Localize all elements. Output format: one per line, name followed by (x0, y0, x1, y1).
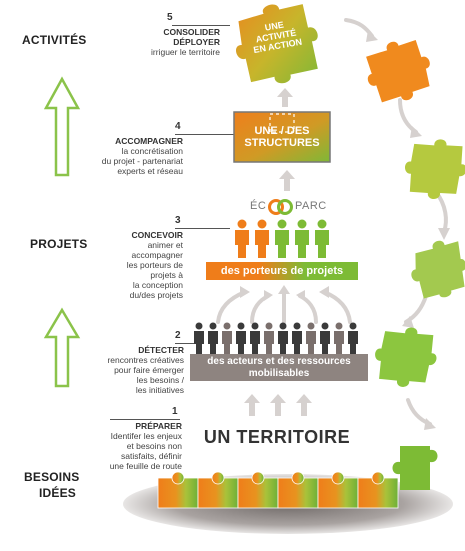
up-arrow-outline-icon (43, 307, 81, 388)
step-4-title-1: ACCOMPAGNER (115, 136, 183, 146)
step-3-desc-2: accompagner (131, 250, 183, 260)
puzzle-piece-icon (375, 327, 437, 387)
structures-line-2: STRUCTURES (244, 137, 320, 149)
step-3-desc-1: animer et (147, 240, 183, 250)
step-3-desc-4: projets à (150, 270, 183, 280)
step-2-desc-2: pour faire émerger (114, 365, 184, 375)
step-number-3: 3 (175, 215, 181, 226)
step-4-desc-1: la concrétisation (121, 146, 183, 156)
porteurs-banner: des porteurs de projets (206, 262, 358, 280)
step-connector-4 (175, 134, 235, 135)
puzzle-path (344, 18, 465, 430)
up-arrows-group (244, 394, 312, 416)
step-1-desc-2: et besoins non (126, 441, 182, 451)
structures-box (233, 111, 331, 163)
step-number-5: 5 (167, 12, 173, 23)
side-label-idees: IDÉES (39, 486, 77, 500)
acteurs-banner-line-1: des acteurs et des ressources (207, 356, 351, 367)
puzzle-piece-icon (392, 446, 438, 490)
step-3-title-1: CONCEVOIR (131, 230, 183, 240)
step-1-desc-1: Identifer les enjeux (110, 431, 182, 441)
step-5-title-1: CONSOLIDER (163, 27, 220, 37)
step-5-title-2: DÉPLOYER (173, 37, 220, 47)
step-1-title-1: PRÉPARER (135, 421, 182, 431)
step-3-desc-6: du/des projets (129, 290, 183, 300)
step-2-desc-4: les initiatives (135, 385, 184, 395)
acteurs-people-group (194, 322, 358, 355)
step-5-desc-1: irriguer le territoire (151, 47, 220, 57)
step-1-desc-4: une feuille de route (109, 461, 182, 471)
territoire-title: UN TERRITOIRE (203, 427, 351, 447)
step-1-desc-3: satisfaits, définir (121, 451, 182, 461)
step-connector-3 (175, 228, 230, 229)
puzzle-piece-icon (411, 240, 465, 299)
curved-arrows-group (216, 285, 352, 324)
person-icon (235, 219, 269, 258)
step-number-2: 2 (175, 330, 181, 341)
side-label-activites: ACTIVITÉS (22, 33, 87, 47)
step-2-desc-3: les besoins / (136, 375, 184, 385)
ecoparc-logo-icon (268, 199, 293, 215)
step-2-title-1: DÉTECTER (138, 345, 184, 355)
side-label-besoins: BESOINS (24, 470, 80, 484)
step-connector-1 (110, 419, 180, 420)
activity-puzzle-piece-icon (236, 4, 318, 84)
up-arrow-outline-icon (43, 76, 81, 177)
step-connector-2 (175, 343, 195, 344)
porteurs-people-group (235, 219, 329, 258)
step-4-desc-2: du projet - partenariat (101, 156, 183, 166)
up-arrow-icon (279, 170, 295, 191)
step-number-1: 1 (172, 406, 178, 417)
territory-puzzle-platform (123, 446, 453, 534)
step-4-desc-3: experts et réseau (117, 166, 183, 176)
side-label-projets: PROJETS (30, 237, 88, 251)
step-3-desc-3: les porteurs de (126, 260, 183, 270)
ecoparc-right: PARC (295, 200, 327, 212)
structures-line-1: UNE / DES (254, 125, 310, 137)
ecoparc-left: ÉC (250, 200, 267, 212)
up-arrow-icon (277, 88, 293, 107)
step-number-4: 4 (175, 121, 181, 132)
puzzle-piece-icon (366, 40, 430, 103)
puzzle-piece-icon (404, 139, 465, 200)
step-3-desc-5: la conception (132, 280, 183, 290)
step-connector-5 (172, 25, 230, 26)
acteurs-banner-line-2: mobilisables (248, 368, 310, 379)
step-2-desc-1: rencontres créatives (107, 355, 184, 365)
